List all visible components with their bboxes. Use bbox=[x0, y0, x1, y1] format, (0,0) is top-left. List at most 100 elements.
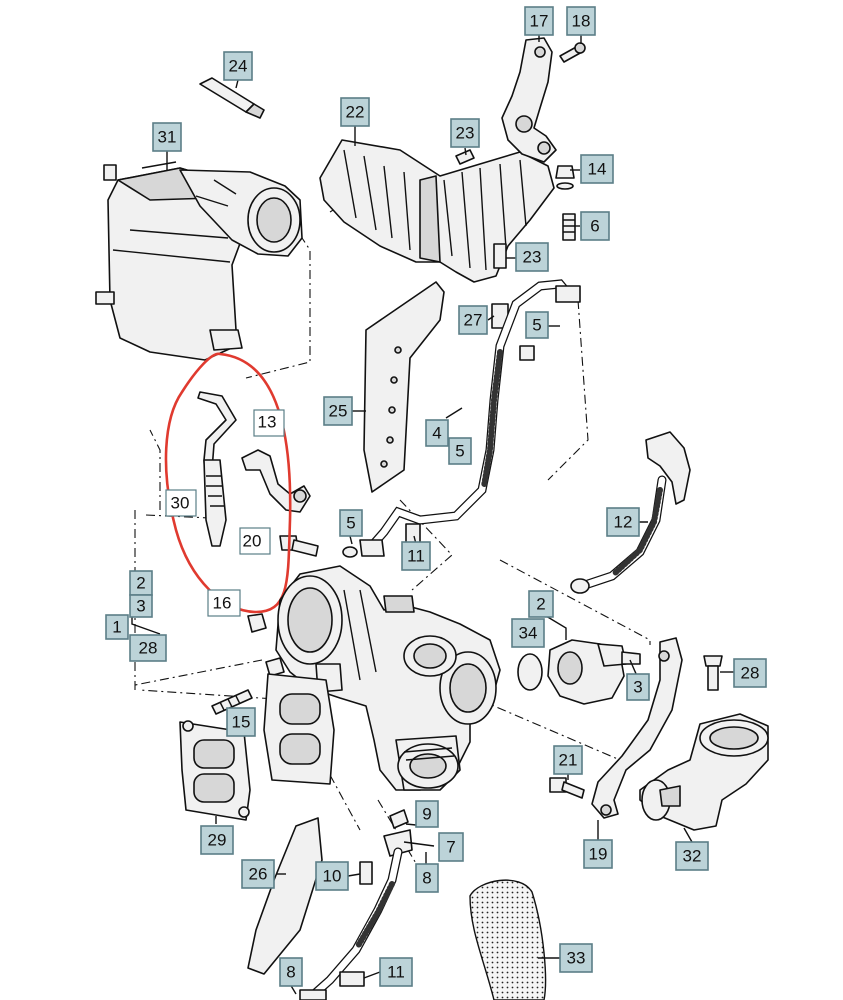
svg-text:28: 28 bbox=[741, 664, 760, 683]
callout-9: 9 bbox=[415, 800, 439, 828]
callout-14: 14 bbox=[580, 154, 614, 184]
callout-31: 31 bbox=[152, 122, 182, 152]
sensor-pipe bbox=[241, 449, 311, 513]
svg-text:7: 7 bbox=[446, 838, 455, 857]
callout-28a: 28 bbox=[129, 634, 167, 662]
svg-text:1: 1 bbox=[112, 618, 121, 637]
svg-text:8: 8 bbox=[286, 963, 295, 982]
svg-text:28: 28 bbox=[139, 639, 158, 658]
svg-text:3: 3 bbox=[633, 678, 642, 697]
wastegate-actuator bbox=[547, 639, 641, 705]
bolts bbox=[455, 42, 723, 691]
svg-text:4: 4 bbox=[432, 424, 441, 443]
svg-text:5: 5 bbox=[455, 442, 464, 461]
svg-text:5: 5 bbox=[532, 316, 541, 335]
callout-22: 22 bbox=[340, 97, 370, 127]
svg-text:2: 2 bbox=[536, 595, 545, 614]
gasket-plate bbox=[363, 281, 445, 493]
svg-text:17: 17 bbox=[530, 12, 549, 31]
svg-text:23: 23 bbox=[523, 248, 542, 267]
svg-text:23: 23 bbox=[456, 124, 475, 143]
svg-text:25: 25 bbox=[329, 402, 348, 421]
callout-2b: 2 bbox=[528, 590, 554, 618]
svg-text:2: 2 bbox=[136, 574, 145, 593]
paste-tube bbox=[199, 77, 265, 119]
bracket-upper bbox=[501, 37, 557, 163]
studs-and-nuts bbox=[211, 613, 285, 715]
charge-air-elbow bbox=[639, 713, 769, 831]
callout-8a: 8 bbox=[415, 863, 439, 893]
svg-text:27: 27 bbox=[464, 311, 483, 330]
svg-text:29: 29 bbox=[208, 831, 227, 850]
oil-supply-line bbox=[342, 279, 581, 558]
callout-12: 12 bbox=[606, 507, 640, 537]
callout-5a: 5 bbox=[525, 311, 549, 339]
callout-11b: 11 bbox=[379, 957, 413, 987]
svg-text:8: 8 bbox=[422, 869, 431, 888]
callout-3a: 3 bbox=[129, 594, 153, 618]
callouts: 17 18 24 22 31 23 14 6 23 27 5 25 4 5 5 … bbox=[105, 6, 767, 987]
callout-11a: 11 bbox=[401, 541, 431, 571]
svg-text:12: 12 bbox=[614, 513, 633, 532]
callout-34: 34 bbox=[511, 618, 545, 648]
label-13: 13 bbox=[258, 413, 277, 432]
turbocharger bbox=[275, 565, 501, 791]
lower-heat-shield bbox=[247, 817, 323, 975]
callout-23: 23 bbox=[450, 118, 480, 148]
callout-17: 17 bbox=[524, 6, 554, 36]
callout-5b: 5 bbox=[448, 437, 472, 465]
svg-text:6: 6 bbox=[590, 217, 599, 236]
svg-text:15: 15 bbox=[232, 713, 251, 732]
manifold-gasket bbox=[179, 720, 251, 821]
svg-text:11: 11 bbox=[387, 963, 405, 982]
svg-text:31: 31 bbox=[158, 128, 177, 147]
callout-24: 24 bbox=[223, 51, 253, 81]
svg-text:34: 34 bbox=[519, 624, 538, 643]
intake-hose bbox=[469, 879, 547, 1000]
callout-23b: 23 bbox=[515, 242, 549, 272]
callout-10: 10 bbox=[315, 861, 349, 891]
callout-8b: 8 bbox=[279, 957, 303, 987]
svg-text:5: 5 bbox=[346, 514, 355, 533]
svg-text:22: 22 bbox=[346, 103, 365, 122]
svg-text:19: 19 bbox=[589, 845, 608, 864]
svg-text:14: 14 bbox=[588, 160, 607, 179]
callout-33: 33 bbox=[559, 943, 593, 973]
callout-29: 29 bbox=[200, 825, 234, 855]
callout-7: 7 bbox=[438, 832, 464, 862]
svg-text:9: 9 bbox=[422, 805, 431, 824]
coolant-line bbox=[570, 431, 691, 594]
svg-text:32: 32 bbox=[683, 847, 702, 866]
callout-5c: 5 bbox=[339, 509, 363, 537]
callout-6: 6 bbox=[580, 211, 610, 241]
label-20: 20 bbox=[243, 532, 262, 551]
oil-return-line bbox=[299, 809, 413, 1000]
o-ring bbox=[517, 653, 543, 691]
callout-25: 25 bbox=[323, 396, 353, 426]
callout-21: 21 bbox=[553, 745, 583, 775]
turbo-flange bbox=[263, 673, 335, 785]
callout-28b: 28 bbox=[733, 658, 767, 688]
callout-32: 32 bbox=[675, 841, 709, 871]
bolt-20 bbox=[279, 535, 319, 557]
callout-26: 26 bbox=[241, 859, 275, 889]
bracket-lower bbox=[591, 637, 683, 819]
label-30: 30 bbox=[171, 494, 190, 513]
callout-3b: 3 bbox=[626, 673, 650, 701]
svg-text:3: 3 bbox=[136, 597, 145, 616]
svg-text:18: 18 bbox=[572, 12, 591, 31]
callout-4: 4 bbox=[425, 419, 449, 447]
callout-27: 27 bbox=[458, 305, 488, 335]
svg-text:24: 24 bbox=[229, 57, 248, 76]
svg-text:11: 11 bbox=[407, 547, 425, 566]
callout-19: 19 bbox=[583, 839, 613, 869]
svg-text:21: 21 bbox=[559, 751, 578, 770]
callout-2a: 2 bbox=[129, 570, 153, 596]
lambda-sensor bbox=[197, 391, 237, 547]
callout-18: 18 bbox=[566, 6, 596, 36]
bolt-21 bbox=[549, 777, 585, 799]
callout-1: 1 bbox=[105, 614, 129, 640]
catalytic-converter bbox=[95, 161, 303, 361]
svg-text:10: 10 bbox=[323, 867, 342, 886]
